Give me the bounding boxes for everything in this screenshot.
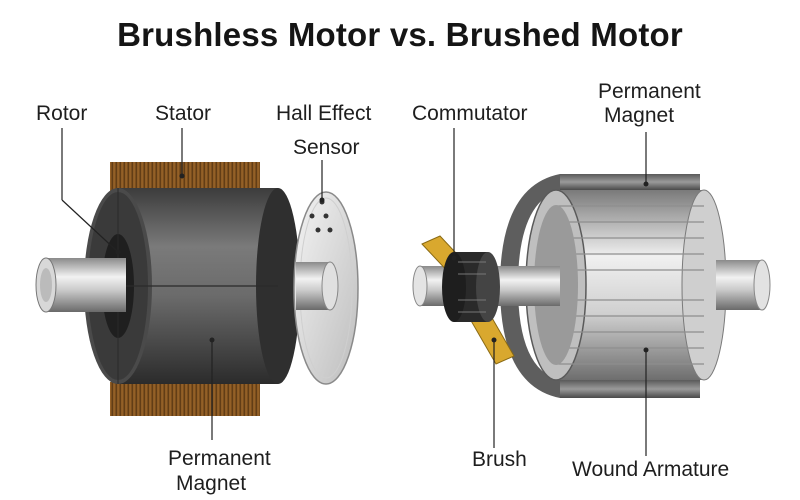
stator-winding-top bbox=[110, 162, 260, 192]
page-title: Brushless Motor vs. Brushed Motor bbox=[117, 16, 683, 53]
sensor-label: Sensor bbox=[293, 136, 360, 159]
permanent-magnet-shell bbox=[560, 174, 700, 190]
brushed-magnet-label-line1: Permanent bbox=[598, 80, 701, 103]
brushed-motor bbox=[412, 128, 771, 456]
brushless-magnet-label-line1: Permanent bbox=[168, 447, 271, 470]
rotor-label: Rotor bbox=[36, 102, 88, 125]
hall-effect-label: Hall Effect bbox=[276, 102, 372, 125]
brushed-magnet-label-line2: Magnet bbox=[604, 104, 675, 127]
shaft-front bbox=[46, 258, 126, 312]
wound-armature-label: Wound Armature bbox=[572, 458, 730, 481]
stator-label: Stator bbox=[155, 102, 212, 125]
commutator-label: Commutator bbox=[412, 102, 528, 125]
brushless-motor bbox=[35, 128, 359, 440]
brush-label: Brush bbox=[472, 448, 527, 471]
stator-winding-bottom bbox=[110, 382, 260, 416]
brushless-magnet-label-line2: Magnet bbox=[176, 472, 247, 495]
